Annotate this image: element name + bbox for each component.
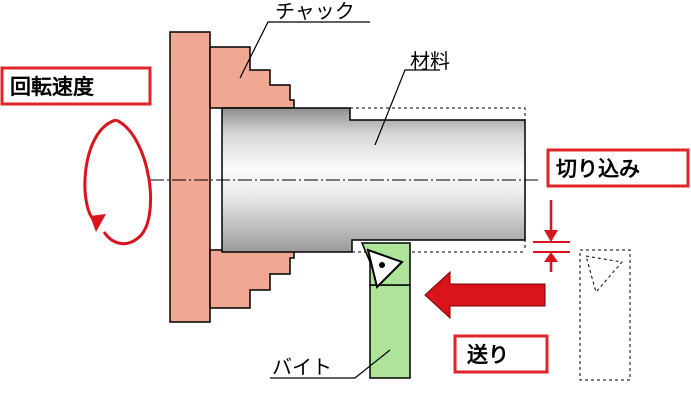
curved-arrow-icon bbox=[83, 118, 153, 246]
rotation-speed-label: 回転速度 bbox=[10, 75, 94, 99]
depth-of-cut-label: 切り込み bbox=[556, 157, 640, 181]
depth-of-cut-box bbox=[546, 148, 690, 188]
material-label: 材料 bbox=[410, 49, 450, 73]
chuck-plate bbox=[169, 31, 211, 323]
tool-leader bbox=[270, 349, 391, 379]
chuck-jaw-upper bbox=[209, 46, 295, 109]
left-arrow-icon bbox=[424, 270, 546, 320]
chuck-leader bbox=[239, 21, 370, 79]
chuck-jaw-lower bbox=[209, 249, 295, 309]
tool-previous-position bbox=[579, 249, 631, 381]
triangle-insert-icon bbox=[366, 248, 404, 289]
uncut-stock-outline bbox=[350, 107, 526, 250]
rotation-speed-box bbox=[0, 66, 152, 106]
feed-box bbox=[453, 334, 549, 374]
material-leader bbox=[374, 69, 440, 146]
tool-label: バイト bbox=[272, 355, 332, 379]
feed-label: 送り bbox=[467, 343, 509, 367]
depth-of-cut-marker bbox=[533, 200, 570, 272]
insert-screw bbox=[379, 262, 385, 268]
tool-holder bbox=[369, 284, 411, 379]
chuck-label: チャック bbox=[275, 0, 355, 23]
